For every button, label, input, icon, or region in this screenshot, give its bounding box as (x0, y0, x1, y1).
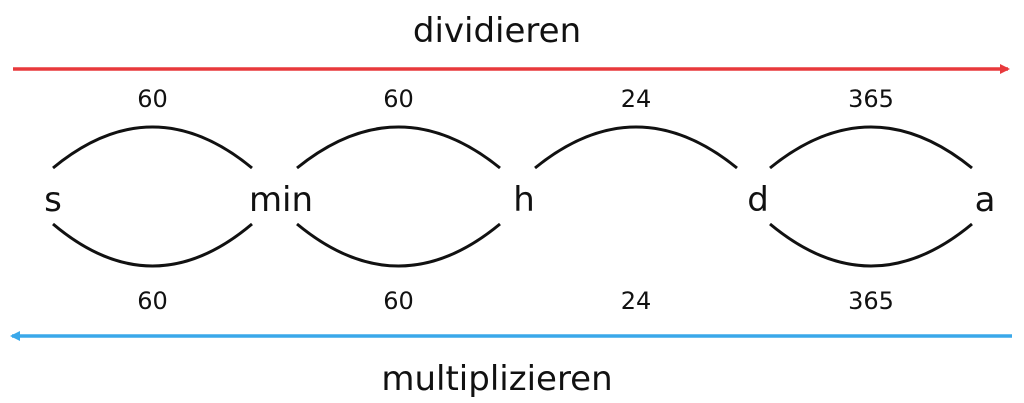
top-arc (296, 125, 501, 170)
factor-bottom: 365 (848, 287, 894, 315)
divide-label: dividieren (413, 11, 581, 51)
top-arc (52, 125, 253, 170)
factor-top: 60 (137, 85, 168, 113)
factor-top: 60 (383, 85, 414, 113)
factor-bottom: 24 (621, 287, 652, 315)
factor-bottom: 60 (137, 287, 168, 315)
bottom-arc (52, 222, 253, 268)
factor-top: 24 (621, 85, 652, 113)
multiply-label: multiplizieren (381, 359, 612, 399)
factor-top: 365 (848, 85, 894, 113)
bottom-arc (769, 222, 973, 268)
top-arc (534, 125, 738, 170)
unit-min: min (249, 180, 313, 220)
unit-s: s (44, 180, 62, 220)
factor-bottom: 60 (383, 287, 414, 315)
unit-h: h (513, 180, 535, 220)
bottom-arc (296, 222, 501, 268)
unit-a: a (975, 180, 996, 220)
unit-d: d (747, 180, 769, 220)
top-arc (769, 125, 973, 170)
